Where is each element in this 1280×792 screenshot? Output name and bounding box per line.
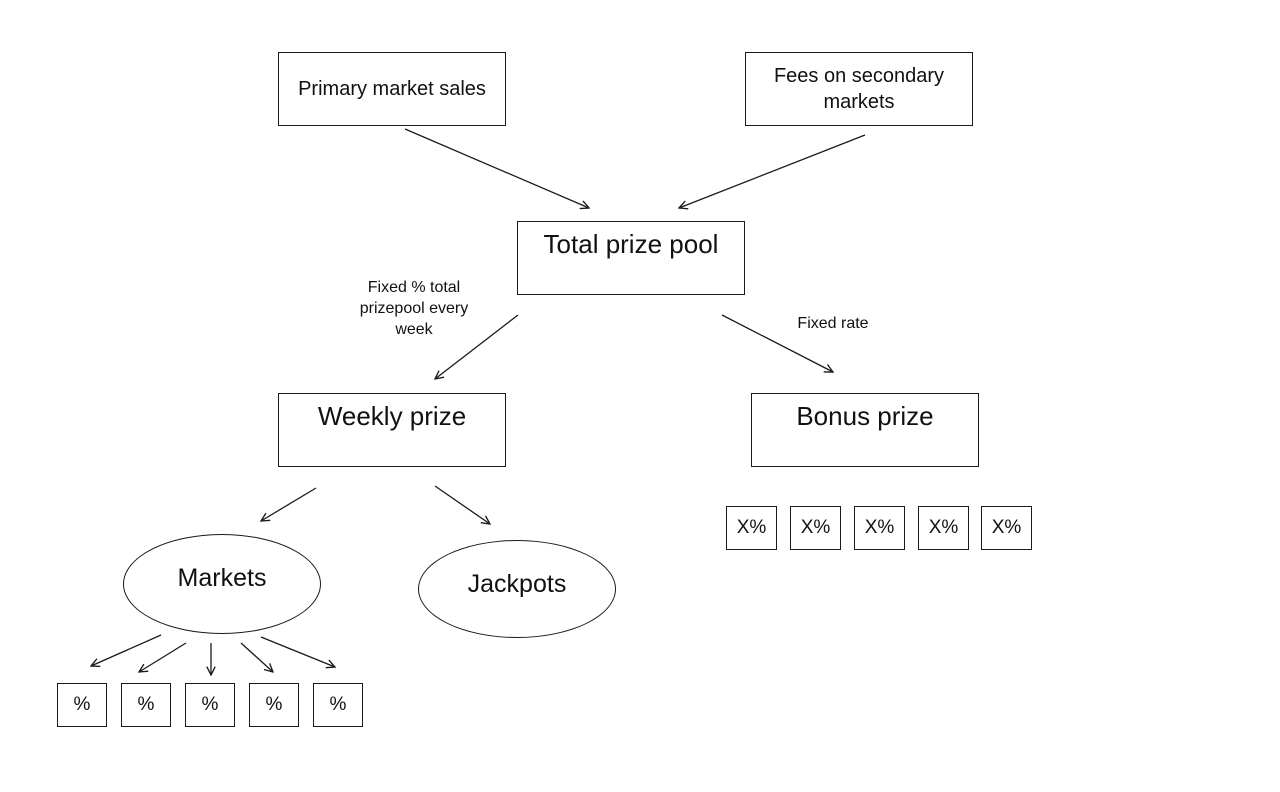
primary-market-sales-node: Primary market sales — [278, 52, 506, 126]
market-share-label: % — [137, 694, 155, 715]
arrow-weekly-to-jackpots — [434, 485, 490, 524]
market-share-label: % — [73, 694, 91, 715]
arrow-markets-to-share-1 — [91, 634, 162, 666]
bonus-prize-node: Bonus prize — [751, 393, 979, 467]
markets-node: Markets — [123, 534, 321, 634]
bonus-share-box: X% — [918, 506, 969, 550]
bonus-prize-label: Bonus prize — [796, 401, 934, 431]
market-share-box: % — [313, 683, 363, 727]
arrow-fees-to-pool — [679, 134, 866, 208]
market-share-box: % — [57, 683, 107, 727]
arrow-pool-to-bonus — [721, 314, 833, 372]
bonus-share-box: X% — [726, 506, 777, 550]
arrow-primary-to-pool — [404, 128, 589, 208]
markets-label: Markets — [177, 563, 267, 592]
bonus-share-box: X% — [981, 506, 1032, 550]
market-share-label: % — [201, 694, 219, 715]
bonus-share-label: X% — [991, 517, 1022, 538]
arrow-markets-to-share-4 — [240, 642, 273, 672]
market-share-label: % — [265, 694, 283, 715]
market-share-box: % — [121, 683, 171, 727]
jackpots-label: Jackpots — [467, 569, 567, 598]
market-share-box: % — [185, 683, 235, 727]
fixed-rate-edge-label: Fixed rate — [797, 315, 869, 332]
arrow-pool-to-weekly — [435, 314, 519, 379]
fees-secondary-label: Fees on secondary markets — [773, 65, 945, 113]
bonus-share-label: X% — [928, 517, 959, 538]
bonus-share-label: X% — [736, 517, 767, 538]
bonus-share-box: X% — [854, 506, 905, 550]
weekly-prize-node: Weekly prize — [278, 393, 506, 467]
fixed-percent-edge-label: Fixed % total prizepool every week — [359, 279, 469, 338]
market-share-label: % — [329, 694, 347, 715]
weekly-prize-label: Weekly prize — [317, 401, 467, 431]
bonus-share-label: X% — [800, 517, 831, 538]
bonus-share-box: X% — [790, 506, 841, 550]
total-prize-pool-label: Total prize pool — [543, 229, 719, 259]
total-prize-pool-node: Total prize pool — [517, 221, 745, 295]
bonus-share-label: X% — [864, 517, 895, 538]
arrow-markets-to-share-2 — [139, 642, 187, 672]
arrow-weekly-to-markets — [261, 487, 317, 521]
arrow-markets-to-share-5 — [260, 636, 335, 667]
market-share-box: % — [249, 683, 299, 727]
primary-market-sales-label: Primary market sales — [298, 78, 486, 100]
fees-secondary-node: Fees on secondary markets — [745, 52, 973, 126]
jackpots-node: Jackpots — [418, 540, 616, 638]
